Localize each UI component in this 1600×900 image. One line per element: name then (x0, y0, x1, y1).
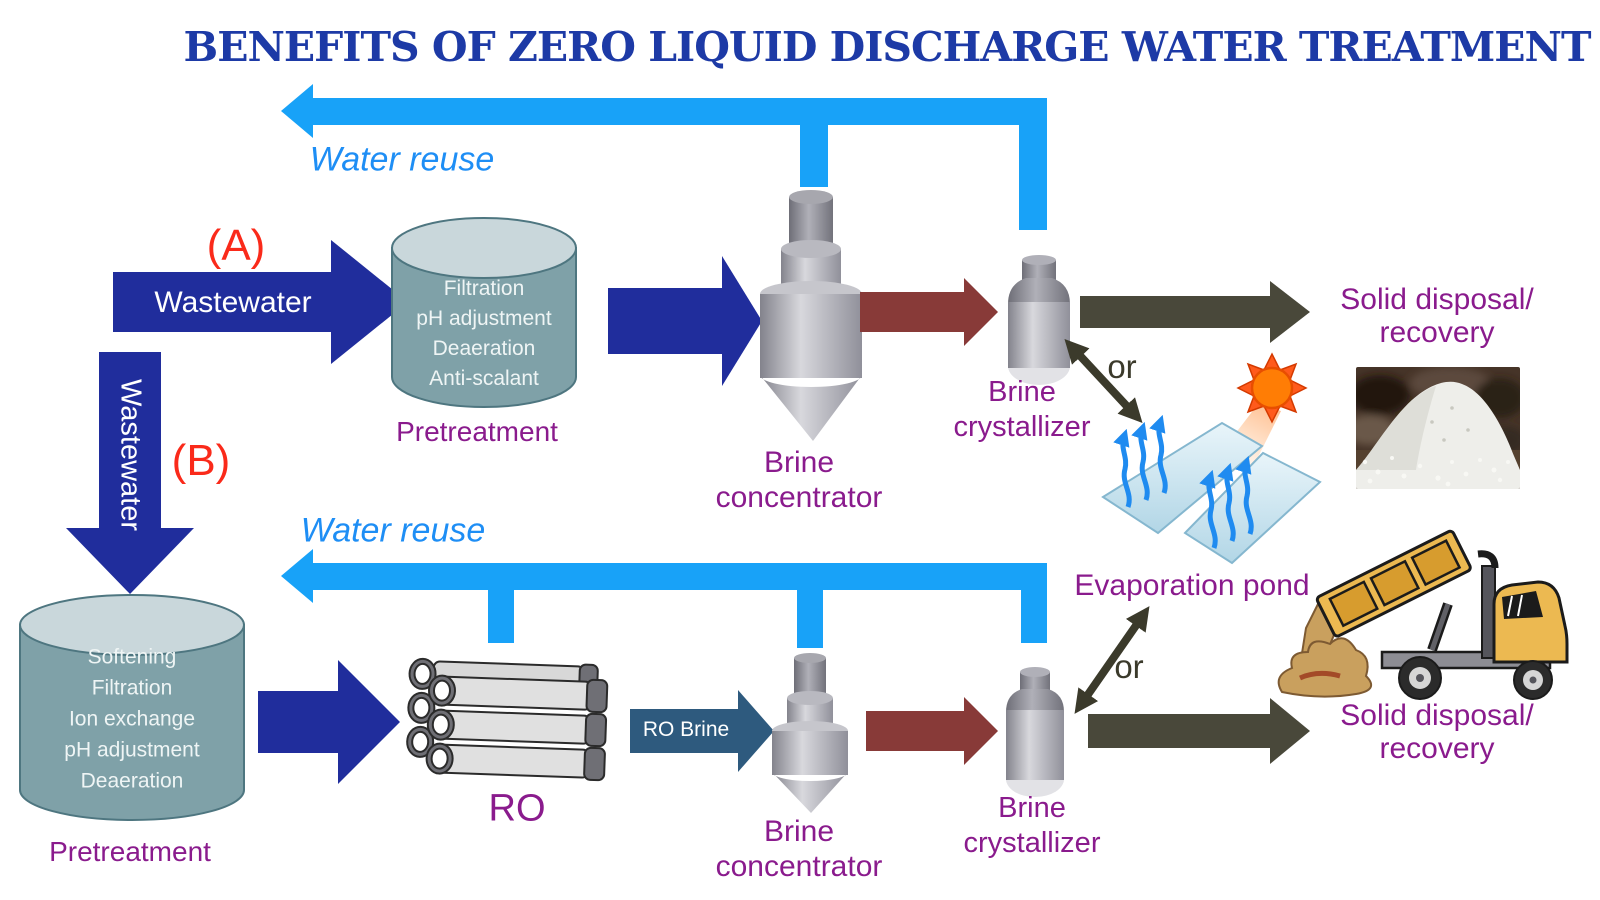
step-line: Softening (87, 645, 177, 669)
step-line: Filtration (443, 277, 525, 300)
ro-module (406, 657, 609, 782)
label-line: Solid disposal/ (1340, 699, 1534, 732)
dump-truck-image (1277, 529, 1569, 700)
wastewater-label-a: Wastewater (154, 286, 312, 319)
brine-concentrator-label-b: Brine concentrator (716, 814, 883, 884)
evaporation-pond-graphic (1101, 414, 1322, 565)
label-line: crystallizer (963, 827, 1101, 859)
brine-concentrator-vessel-b (772, 653, 848, 813)
solid-disposal-label-a: Solid disposal/ recovery (1340, 283, 1533, 349)
or-label-a: or (1107, 348, 1137, 385)
wastewater-label-b: Wastewater (114, 378, 147, 532)
ro-brine-label: RO Brine (642, 718, 730, 741)
concentrate-arrow-b (866, 697, 998, 765)
water-reuse-pipe-a (281, 84, 1047, 230)
solid-disposal-arrow-b (1088, 698, 1310, 764)
concentrate-arrow-a (860, 278, 998, 346)
wastewater-arrow-b (66, 352, 194, 594)
water-reuse-label-a: Water reuse (309, 140, 495, 179)
step-line: Deaeration (432, 337, 536, 360)
sun-icon (1236, 352, 1308, 424)
label-line: Solid disposal/ (1340, 283, 1534, 316)
brine-concentrator-vessel-a (760, 190, 862, 441)
or-label-b: or (1114, 648, 1144, 685)
path-b-tag: (B) (171, 436, 231, 485)
pretreatment-cylinder-b (19, 594, 245, 821)
water-reuse-label-b: Water reuse (300, 511, 486, 550)
flow-arrow-b-pretreatment-to-ro (258, 660, 400, 784)
page-title: BENEFITS OF ZERO LIQUID DISCHARGE WATER … (183, 23, 1592, 71)
flow-arrow-a-pretreatment-to-concentrator (608, 256, 762, 386)
evaporation-pond-label: Evaporation pond (1074, 569, 1310, 602)
step-line: Ion exchange (68, 707, 196, 731)
label-line: concentrator (715, 481, 883, 514)
label-line: Brine (998, 792, 1066, 824)
or-double-arrow-b (1074, 606, 1150, 714)
label-line: Brine (988, 376, 1056, 408)
pretreatment-cylinder-a (391, 217, 577, 408)
step-line: Filtration (91, 676, 173, 700)
step-line: Deaeration (80, 769, 184, 793)
label-line: Brine (763, 446, 835, 479)
solid-disposal-arrow-a (1080, 281, 1310, 343)
label-line: recovery (1379, 316, 1495, 349)
pipe-arrowhead-icon (281, 549, 313, 603)
step-line: pH adjustment (64, 738, 200, 762)
pretreatment-label-b: Pretreatment (49, 836, 211, 867)
ro-brine-arrow (630, 690, 774, 772)
pipe-arrowhead-icon (281, 84, 313, 138)
solid-disposal-label-b: Solid disposal/ recovery (1340, 699, 1533, 765)
label-line: recovery (1379, 732, 1495, 765)
brine-crystallizer-vessel-a (1008, 255, 1070, 385)
path-a-tag: (A) (206, 221, 266, 270)
ro-label: RO (488, 787, 546, 830)
pretreatment-steps-b: Softening Filtration Ion exchange pH adj… (64, 642, 199, 797)
salt-pile-image (1356, 367, 1520, 489)
label-line: concentrator (715, 850, 883, 883)
evaporation-arrows-icon (1113, 414, 1254, 549)
or-double-arrow-a (1064, 338, 1143, 424)
label-line: crystallizer (953, 411, 1091, 443)
label-line: Brine (763, 815, 835, 848)
water-reuse-pipe-b (281, 549, 1047, 648)
brine-concentrator-label-a: Brine concentrator (716, 445, 883, 515)
wastewater-arrow-a (113, 240, 408, 364)
brine-crystallizer-vessel-b (1006, 667, 1064, 797)
brine-crystallizer-label-b: Brine crystallizer (964, 791, 1101, 861)
step-line: pH adjustment (416, 307, 552, 330)
pretreatment-steps-a: Filtration pH adjustment Deaeration Anti… (416, 274, 551, 394)
pretreatment-label-a: Pretreatment (396, 416, 558, 447)
step-line: Anti-scalant (429, 367, 539, 390)
brine-crystallizer-label-a: Brine crystallizer (954, 375, 1091, 445)
